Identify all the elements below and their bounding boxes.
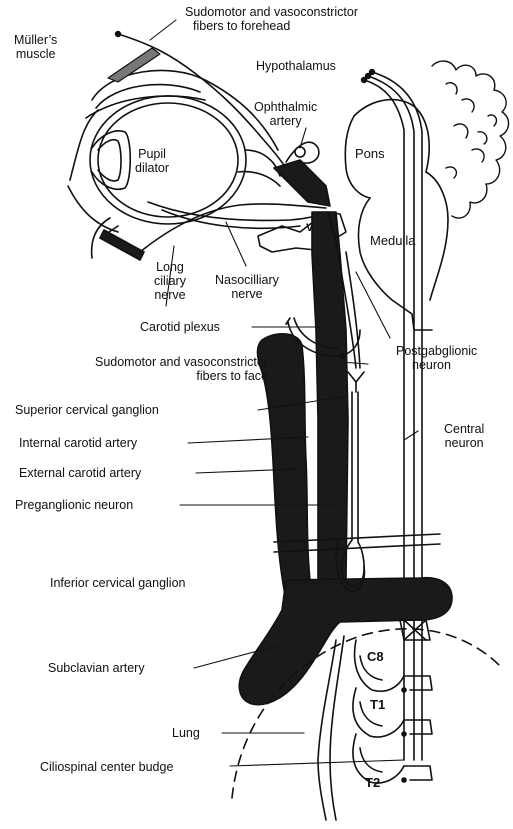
label-subclavian-artery: Subclavian artery (48, 661, 145, 675)
label-hypothalamus: Hypothalamus (256, 59, 336, 73)
label-sudomotor-face-line1: Sudomotor and vasoconstrictor (18, 355, 268, 369)
label-sudomotor-face: Sudomotor and vasoconstrictor fibers to … (18, 355, 268, 383)
label-pupil-line2: dilator (135, 161, 169, 175)
label-central-line1: Central (444, 422, 484, 436)
label-long-ciliary-line1: Long (154, 260, 186, 274)
label-mullers-line1: Müller’s (14, 33, 57, 47)
label-medulla: Medulla (370, 234, 416, 248)
label-t2: T2 (365, 776, 380, 790)
label-lung: Lung (172, 726, 200, 740)
label-nasociliary-line1: Nasocilliary (215, 273, 279, 287)
label-ophthalmic-line2: artery (254, 114, 317, 128)
forehead-fiber-end (116, 32, 121, 37)
ophthalmic-artery (274, 160, 330, 206)
label-external-carotid-artery: External carotid artery (19, 466, 141, 480)
label-long-ciliary-line2: ciliary (154, 274, 186, 288)
label-sudomotor-face-line2: fibers to face (18, 369, 268, 383)
label-carotid-plexus: Carotid plexus (140, 320, 220, 334)
label-central-neuron: Central neuron (444, 422, 484, 450)
label-sudomotor-forehead-line1: Sudomotor and vasoconstrictor (185, 5, 358, 19)
label-postganglionic-line2: neuron (396, 358, 477, 372)
label-long-ciliary-nerve: Long ciliary nerve (154, 260, 186, 302)
subclavian-artery (239, 578, 452, 705)
label-pupil-line1: Pupil (135, 147, 169, 161)
superior-cervical-ganglion (348, 372, 364, 382)
label-superior-cervical-ganglion: Superior cervical ganglion (15, 403, 159, 417)
label-sudomotor-forehead: Sudomotor and vasoconstrictor fibers to … (185, 5, 358, 33)
label-nasociliary-nerve: Nasocilliary nerve (215, 273, 279, 301)
label-preganglionic-neuron: Preganglionic neuron (15, 498, 133, 512)
mullers-muscle (108, 48, 160, 82)
label-internal-carotid-artery: Internal carotid artery (19, 436, 137, 450)
label-mullers-line2: muscle (14, 47, 57, 61)
label-pupil-dilator: Pupil dilator (135, 147, 169, 175)
label-postganglionic-line1: Postgabglionic (396, 344, 477, 358)
long-ciliary-nerve (140, 204, 326, 252)
label-pons: Pons (355, 147, 385, 161)
label-central-line2: neuron (444, 436, 484, 450)
label-postganglionic-neuron: Postgabglionic neuron (396, 344, 477, 372)
label-c8: C8 (367, 650, 384, 664)
label-sudomotor-forehead-line2: fibers to forehead (185, 19, 358, 33)
label-long-ciliary-line3: nerve (154, 288, 186, 302)
label-ciliospinal-center: Ciliospinal center budge (40, 760, 173, 774)
label-nasociliary-line2: nerve (215, 287, 279, 301)
label-mullers-muscle: Müller’s muscle (14, 33, 57, 61)
label-v: V (306, 221, 313, 235)
label-t1: T1 (370, 698, 385, 712)
pupil-dilator-muscle (100, 230, 144, 260)
label-ophthalmic-line1: Ophthalmic (254, 100, 317, 114)
label-ophthalmic-artery: Ophthalmic artery (254, 100, 317, 128)
label-inferior-cervical-ganglion: Inferior cervical ganglion (50, 576, 186, 590)
internal-carotid-artery (312, 212, 348, 580)
